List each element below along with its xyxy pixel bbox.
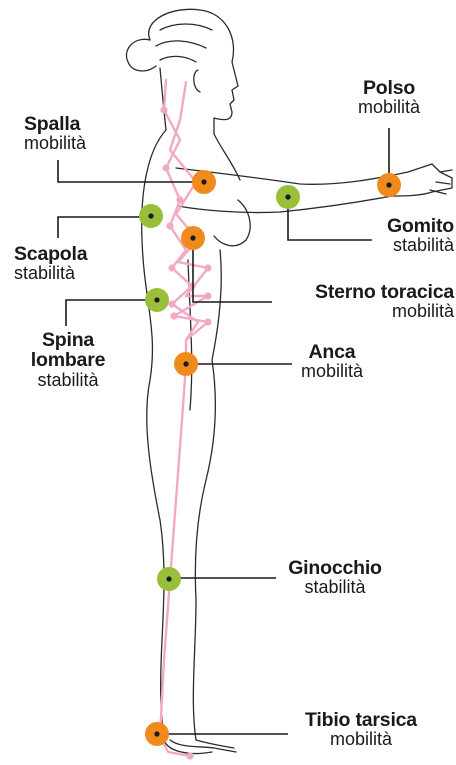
label-spalla: Spalla mobilità <box>24 114 86 153</box>
spine-dots <box>160 106 211 759</box>
label-tibio-title: Tibio tarsica <box>286 710 436 730</box>
label-tibio: Tibio tarsica mobilità <box>286 710 436 749</box>
head-outline <box>149 9 238 134</box>
joint-marker-dot-spina <box>154 297 159 302</box>
joint-marker-dot-spalla <box>201 179 206 184</box>
label-anca-title: Anca <box>286 342 378 362</box>
label-polso: Polso mobilità <box>348 78 430 117</box>
label-gomito-title: Gomito <box>356 216 454 236</box>
label-scapola: Scapola stabilità <box>14 244 87 283</box>
label-polso-title: Polso <box>348 78 430 98</box>
label-gomito: Gomito stabilità <box>356 216 454 255</box>
joint-marker-dot-tibio <box>154 731 159 736</box>
label-spalla-subtitle: mobilità <box>24 134 86 153</box>
leader-spina <box>66 300 157 326</box>
label-gomito-subtitle: stabilità <box>356 236 454 255</box>
label-spina: Spina lombare stabilità <box>14 330 122 390</box>
label-sterno: Sterno toracica mobilità <box>270 282 454 321</box>
label-ginocchio: Ginocchio stabilità <box>270 558 400 597</box>
label-scapola-subtitle: stabilità <box>14 264 87 283</box>
hair-bun <box>126 39 156 71</box>
joint-marker-dot-sterno <box>190 235 195 240</box>
joint-marker-dot-ginocchio <box>166 576 171 581</box>
arm-outline <box>176 164 452 213</box>
label-spina-subtitle: stabilità <box>14 371 122 390</box>
label-polso-subtitle: mobilità <box>348 98 430 117</box>
label-anca: Anca mobilità <box>286 342 378 381</box>
label-sterno-title: Sterno toracica <box>270 282 454 302</box>
joint-marker-dot-scapola <box>148 213 153 218</box>
label-scapola-title: Scapola <box>14 244 87 264</box>
label-ginocchio-title: Ginocchio <box>270 558 400 578</box>
joint-marker-dot-gomito <box>285 194 290 199</box>
hair-strands <box>156 24 212 62</box>
label-spina-title2: lombare <box>14 350 122 370</box>
leader-lines <box>58 128 389 734</box>
label-tibio-subtitle: mobilità <box>286 730 436 749</box>
label-spina-title: Spina <box>14 330 122 350</box>
label-anca-subtitle: mobilità <box>286 362 378 381</box>
ear <box>194 70 200 92</box>
front-outline <box>193 134 250 740</box>
joint-marker-dot-anca <box>183 361 188 366</box>
feet-outline <box>170 740 236 752</box>
body-outline <box>126 9 452 753</box>
label-sterno-subtitle: mobilità <box>270 302 454 321</box>
joint-marker-dot-polso <box>386 182 391 187</box>
label-spalla-title: Spalla <box>24 114 86 134</box>
leader-scapola <box>58 217 151 238</box>
leader-sterno <box>193 238 272 302</box>
label-ginocchio-subtitle: stabilità <box>270 578 400 597</box>
